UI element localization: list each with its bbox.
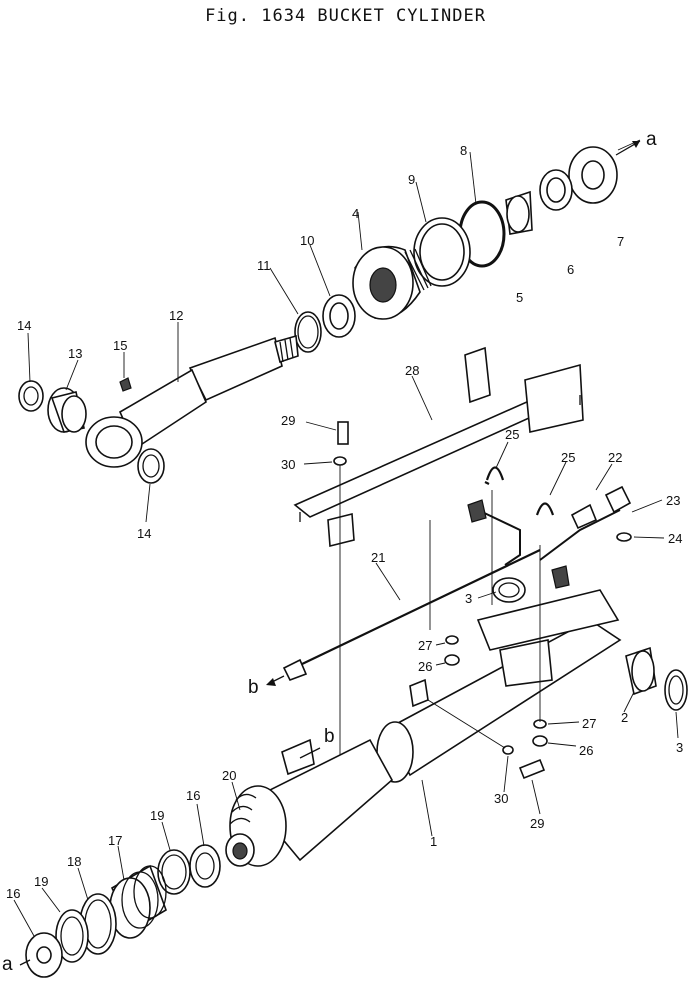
- callout-16b: 16: [186, 788, 200, 803]
- callout-6: 6: [567, 262, 574, 277]
- piston-rod-assembly: [18, 146, 618, 484]
- callout-11: 11: [257, 258, 271, 273]
- callout-29a: 29: [281, 413, 295, 428]
- callout-8: 8: [460, 143, 467, 158]
- cylinder-head-assembly: [25, 738, 394, 978]
- callout-19a: 19: [34, 874, 48, 889]
- callout-4: 4: [352, 206, 359, 221]
- callout-27b: 27: [582, 716, 596, 731]
- figure-title: Fig. 1634 BUCKET CYLINDER: [205, 6, 486, 26]
- callout-29b: 29: [530, 816, 544, 831]
- callout-22: 22: [608, 450, 622, 465]
- callout-7: 7: [617, 234, 624, 249]
- callout-3b: 3: [676, 740, 683, 755]
- callout-labels: 1 2 3 3 4 5 6 7 8 9 10 11 12 13 14 14 15…: [6, 143, 683, 901]
- callout-10: 10: [300, 233, 314, 248]
- callout-30b: 30: [494, 791, 508, 806]
- leader-lines: [13, 139, 679, 937]
- ref-a-top: a: [646, 129, 657, 150]
- reference-letters: a a b b: [2, 129, 657, 975]
- callout-17: 17: [108, 833, 122, 848]
- callout-3a: 3: [465, 591, 472, 606]
- callout-13: 13: [68, 346, 82, 361]
- ref-b-left: b: [248, 677, 259, 698]
- callout-12: 12: [169, 308, 183, 323]
- callout-14a: 14: [17, 318, 31, 333]
- callout-16a: 16: [6, 886, 20, 901]
- callout-1: 1: [430, 834, 437, 849]
- bracket-assembly: [293, 346, 584, 780]
- callout-24: 24: [668, 531, 682, 546]
- callout-18: 18: [67, 854, 81, 869]
- tube-assembly: [282, 485, 632, 682]
- callout-30a: 30: [281, 457, 295, 472]
- callout-26b: 26: [579, 743, 593, 758]
- callout-19b: 19: [150, 808, 164, 823]
- callout-20: 20: [222, 768, 236, 783]
- callout-25b: 25: [561, 450, 575, 465]
- callout-21: 21: [371, 550, 385, 565]
- callout-23: 23: [666, 493, 680, 508]
- reference-arrows: [19, 140, 641, 966]
- cylinder-tube: [376, 490, 688, 783]
- callout-5: 5: [516, 290, 523, 305]
- ref-a-bottom: a: [2, 954, 13, 975]
- callout-15: 15: [113, 338, 127, 353]
- ref-b-mid: b: [324, 726, 335, 747]
- callout-9: 9: [408, 172, 415, 187]
- callout-28: 28: [405, 363, 419, 378]
- callout-2: 2: [621, 710, 628, 725]
- callout-27a: 27: [418, 638, 432, 653]
- callout-26a: 26: [418, 659, 432, 674]
- callout-14b: 14: [137, 526, 151, 541]
- callout-25a: 25: [505, 427, 519, 442]
